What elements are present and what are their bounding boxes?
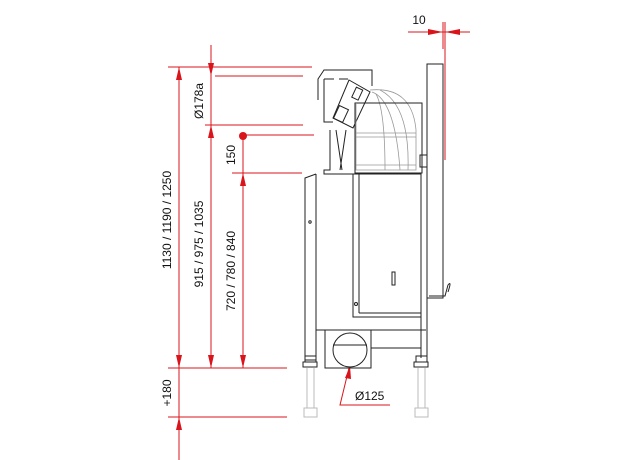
dimension-frame-offset: 10 (408, 13, 470, 160)
flue-diameter-label: Ø178a (192, 83, 206, 119)
air-inlet-icon (332, 332, 368, 368)
dimension-flue: Ø178a 915 / 975 / 1035 (192, 45, 303, 368)
arrow-down-icon (176, 355, 182, 368)
frame-offset-label: 10 (412, 13, 426, 27)
flue-height-label: 915 / 975 / 1035 (192, 200, 206, 287)
air-inlet-diameter-label: Ø125 (355, 389, 385, 403)
leg-extension-label: +180 (160, 379, 174, 406)
arrow-up-icon (176, 67, 182, 80)
total-height-label: 1130 / 1190 / 1250 (160, 171, 174, 270)
dimension-inlet: 150 720 / 780 / 840 (224, 132, 314, 368)
offset-150-label: 150 (224, 145, 238, 165)
dimension-air-inlet: Ø125 (339, 366, 390, 406)
fireplace-outline (302, 63, 451, 418)
dimension-total-height: 1130 / 1190 / 1250 +180 (160, 66, 312, 460)
arrow-up-icon (176, 417, 182, 430)
inlet-height-label: 720 / 780 / 840 (224, 231, 238, 311)
